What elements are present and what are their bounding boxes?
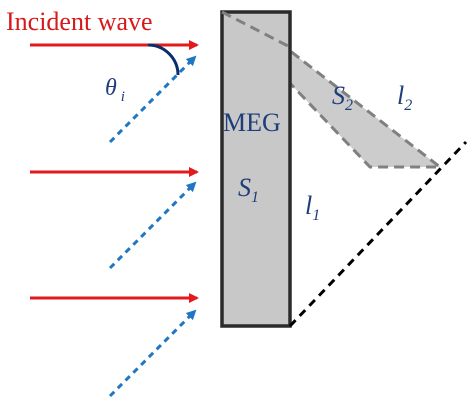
incident-wave-title: Incident wave [6, 7, 153, 36]
slab-diagonal-dashed [221, 10, 291, 49]
s1-label: S1 [238, 173, 259, 206]
l1-label: l1 [305, 191, 320, 224]
transmitted-boundary-dashed [288, 140, 468, 328]
incidence-angle-arc [147, 43, 180, 76]
meg-label: MEG [223, 108, 281, 137]
meg-slab [220, 10, 292, 328]
oblique-arrow-2 [108, 181, 197, 270]
l2-label: l2 [397, 81, 412, 114]
oblique-arrow-1 [108, 55, 197, 144]
oblique-arrow-3 [108, 309, 197, 398]
s2-label: S2 [332, 81, 353, 114]
